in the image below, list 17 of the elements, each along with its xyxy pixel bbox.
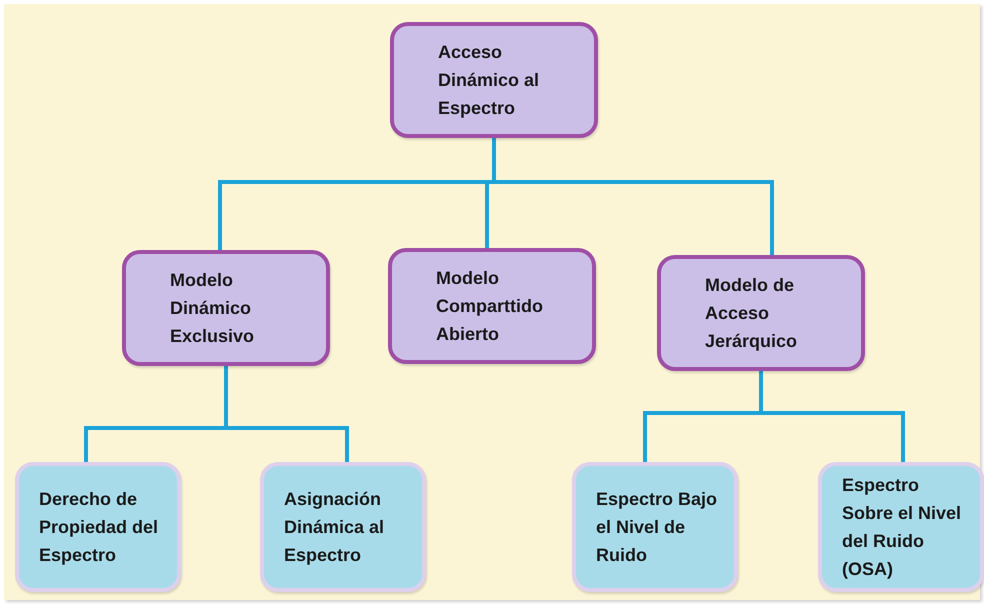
leaf-box <box>818 462 984 592</box>
node-label: Modelo de Acceso Jerárquico <box>705 274 798 353</box>
leaf-box <box>572 462 738 592</box>
leaf-box <box>260 462 426 592</box>
node-label: Modelo Comparttido Abierto <box>436 267 544 346</box>
category-box <box>657 255 865 371</box>
node-label: Asignación Dinámica al Espectro <box>284 488 386 567</box>
connector-line <box>759 371 905 462</box>
node-label: Acceso Dinámico al Espectro <box>438 41 540 120</box>
node-label: Modelo Dinámico Exclusivo <box>170 269 256 348</box>
node-label: Espectro Sobre el Nivel del Ruido (OSA) <box>842 474 962 581</box>
category-box <box>390 22 598 138</box>
node-label: Derecho de Propiedad del Espectro <box>39 488 160 567</box>
leaf-box <box>15 462 181 592</box>
category-box <box>122 250 330 366</box>
node-label: Espectro Bajo el Nivel de Ruido <box>596 488 718 567</box>
category-box <box>388 248 596 364</box>
